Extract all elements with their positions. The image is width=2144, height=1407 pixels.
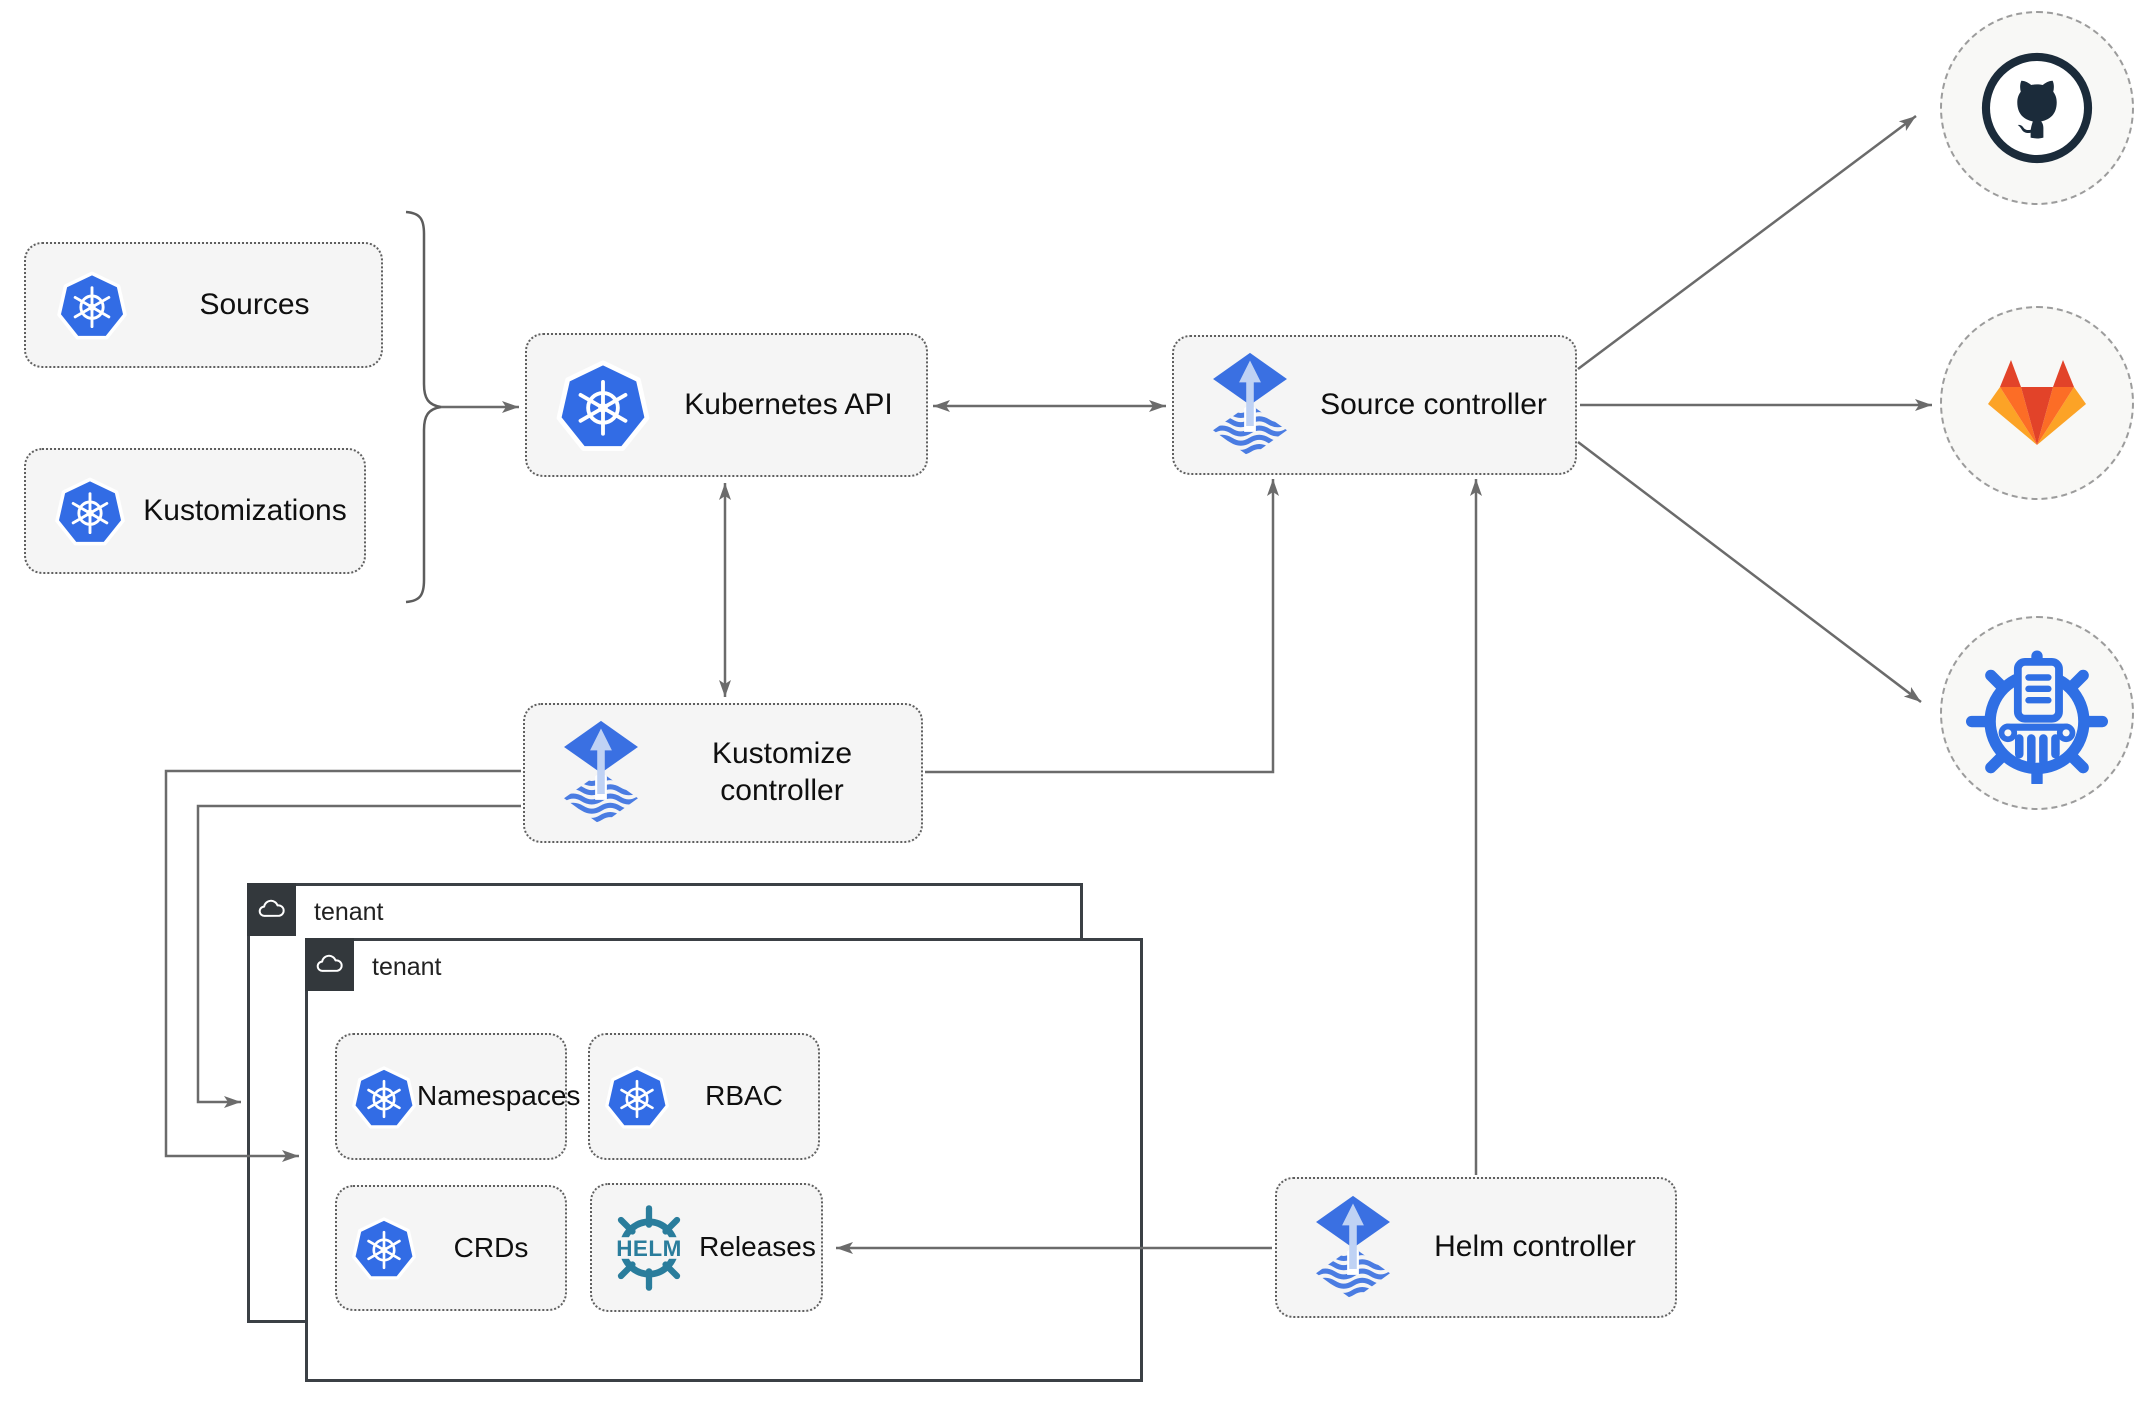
flux-icon — [559, 713, 643, 833]
arrow-source-to-chartmuseum — [1577, 441, 1922, 703]
kubernetes-icon — [351, 1064, 417, 1130]
chartmuseum-icon — [1966, 642, 2108, 784]
arrow-source-to-github — [1577, 114, 1917, 371]
node-crds: CRDs — [335, 1185, 567, 1311]
group-brace — [405, 210, 442, 604]
github-icon — [1979, 50, 2095, 166]
node-label: Source controller — [1320, 387, 1547, 421]
flux-icon — [1311, 1188, 1395, 1308]
kubernetes-icon — [604, 1064, 670, 1130]
node-kustomize-controller: Kustomize controller — [523, 703, 923, 843]
helm-icon: HELM — [604, 1203, 694, 1293]
node-helm-controller: Helm controller — [1275, 1177, 1677, 1318]
tenant-corner-back — [247, 883, 296, 936]
cloud-icon — [316, 954, 343, 972]
kubernetes-icon — [351, 1215, 417, 1281]
node-rbac: RBAC — [588, 1033, 820, 1160]
node-label: Namespaces — [417, 1080, 581, 1112]
node-releases: HELM Releases — [590, 1183, 823, 1312]
remote-gitlab — [1940, 306, 2134, 500]
gitlab-icon — [1987, 357, 2087, 449]
tenant-corner-front — [305, 938, 354, 991]
arrow-kustomize-to-source — [925, 479, 1279, 774]
node-label: RBAC — [705, 1080, 783, 1112]
node-sources: Sources — [24, 242, 383, 368]
remote-chartmuseum — [1940, 616, 2134, 810]
node-label: Kubernetes API — [684, 387, 893, 421]
node-kubernetes-api: Kubernetes API — [525, 333, 928, 477]
remote-github — [1940, 11, 2134, 205]
node-label: Kustomize controller — [711, 737, 853, 807]
cloud-icon — [258, 899, 285, 917]
node-label: Releases — [699, 1231, 816, 1263]
node-label: Kustomizations — [143, 493, 347, 527]
node-kustomizations: Kustomizations — [24, 448, 366, 574]
tenant-label: tenant — [372, 953, 442, 981]
helm-logo-text: HELM — [616, 1236, 682, 1261]
kubernetes-icon — [555, 357, 651, 453]
flux-icon — [1208, 345, 1292, 465]
node-label: CRDs — [453, 1231, 529, 1263]
tenant-label: tenant — [314, 898, 384, 926]
node-source-controller: Source controller — [1172, 335, 1577, 475]
kubernetes-icon — [56, 269, 128, 341]
tenant-box-front: tenant — [305, 938, 1143, 1382]
node-namespaces: Namespaces — [335, 1033, 580, 1160]
node-label: Helm controller — [1434, 1230, 1636, 1264]
node-label: Sources — [199, 287, 310, 321]
kubernetes-icon — [54, 475, 126, 547]
